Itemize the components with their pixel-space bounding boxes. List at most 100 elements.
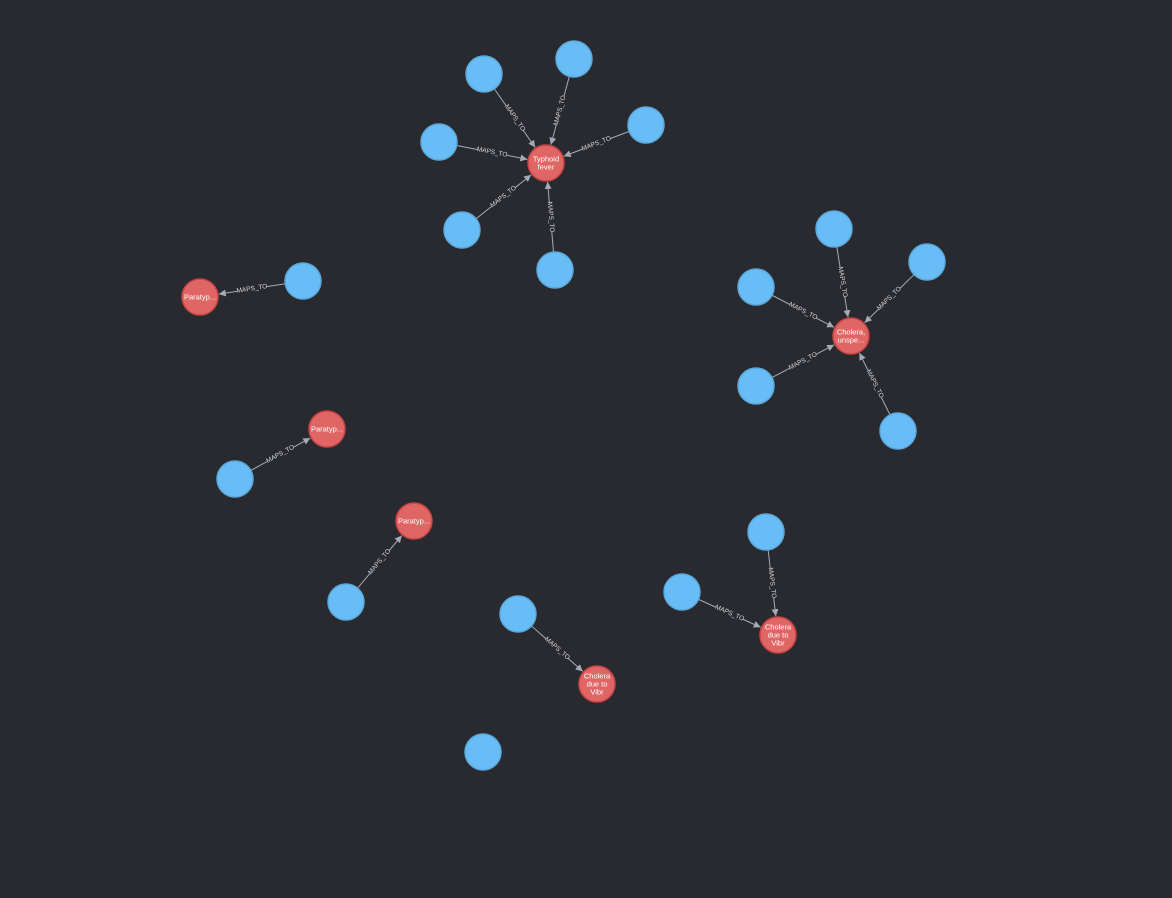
edge-label: MAPS_TO bbox=[788, 351, 819, 372]
relationship-edge[interactable]: MAPS_TO bbox=[250, 437, 311, 471]
edge-label-background bbox=[787, 350, 819, 372]
edge-label: MAPS_TO bbox=[865, 369, 885, 400]
node-circle[interactable] bbox=[536, 251, 574, 289]
edge-label: MAPS_TO bbox=[367, 548, 392, 576]
node-circle[interactable] bbox=[815, 210, 853, 248]
edge-label-background bbox=[543, 635, 572, 662]
node-circle[interactable] bbox=[181, 278, 219, 316]
node-circle[interactable] bbox=[465, 55, 503, 93]
node-circle[interactable] bbox=[443, 211, 481, 249]
relationship-edge[interactable]: MAPS_TO bbox=[771, 344, 835, 379]
concept-node[interactable] bbox=[465, 55, 503, 93]
condition-node[interactable]: Paratyp... bbox=[181, 278, 219, 316]
concept-node[interactable] bbox=[216, 460, 254, 498]
concept-node[interactable] bbox=[627, 106, 665, 144]
concept-node[interactable] bbox=[815, 210, 853, 248]
edge-label-background bbox=[714, 603, 745, 624]
concept-node[interactable] bbox=[737, 367, 775, 405]
relationship-edge[interactable]: MAPS_TO bbox=[531, 625, 584, 672]
edge-label-background bbox=[265, 443, 296, 465]
relationship-edge[interactable]: MAPS_TO bbox=[698, 598, 761, 628]
node-circle[interactable] bbox=[737, 367, 775, 405]
edge-label: MAPS_TO bbox=[788, 301, 819, 321]
edge-label-background bbox=[875, 285, 903, 312]
edge-label-background bbox=[545, 201, 556, 233]
edge-label: MAPS_TO bbox=[767, 567, 778, 599]
node-circle[interactable] bbox=[555, 40, 593, 78]
concept-node[interactable] bbox=[663, 573, 701, 611]
edge-label: MAPS_TO bbox=[489, 184, 518, 209]
node-circle[interactable] bbox=[527, 144, 565, 182]
edge-label: MAPS_TO bbox=[236, 283, 268, 295]
edge-label-background bbox=[581, 134, 612, 153]
edge-label-background bbox=[236, 282, 268, 296]
concept-node[interactable] bbox=[464, 733, 502, 771]
relationship-edge[interactable]: MAPS_TO bbox=[544, 181, 556, 253]
node-circle[interactable] bbox=[420, 123, 458, 161]
edge-label: MAPS_TO bbox=[476, 146, 508, 159]
relationship-edge[interactable]: MAPS_TO bbox=[493, 88, 536, 148]
relationship-edge[interactable]: MAPS_TO bbox=[475, 174, 532, 220]
concept-node[interactable] bbox=[747, 513, 785, 551]
relationship-edge[interactable]: MAPS_TO bbox=[218, 282, 286, 297]
edge-label-background bbox=[366, 547, 393, 576]
node-circle[interactable] bbox=[216, 460, 254, 498]
concept-node[interactable] bbox=[879, 412, 917, 450]
relationship-edge[interactable]: MAPS_TO bbox=[858, 352, 891, 416]
node-circle[interactable] bbox=[663, 573, 701, 611]
edge-label: MAPS_TO bbox=[265, 444, 296, 465]
concept-node[interactable] bbox=[420, 123, 458, 161]
edge-label-background bbox=[836, 266, 849, 298]
node-circle[interactable] bbox=[464, 733, 502, 771]
concept-node[interactable] bbox=[284, 262, 322, 300]
node-circle[interactable] bbox=[327, 583, 365, 621]
edge-label-background bbox=[766, 567, 778, 599]
node-circle[interactable] bbox=[499, 595, 537, 633]
concept-node[interactable] bbox=[908, 243, 946, 281]
edge-label-background bbox=[489, 184, 518, 210]
concept-node[interactable] bbox=[327, 583, 365, 621]
node-circle[interactable] bbox=[832, 317, 870, 355]
edge-label: MAPS_TO bbox=[553, 95, 568, 127]
condition-node[interactable]: Paratyp... bbox=[308, 410, 346, 448]
relationship-edge[interactable]: MAPS_TO bbox=[563, 130, 630, 158]
node-circle[interactable] bbox=[908, 243, 946, 281]
node-circle[interactable] bbox=[737, 268, 775, 306]
concept-node[interactable] bbox=[536, 251, 574, 289]
node-circle[interactable] bbox=[759, 616, 797, 654]
edge-label: MAPS_TO bbox=[546, 201, 556, 232]
node-circle[interactable] bbox=[308, 410, 346, 448]
edge-label: MAPS_TO bbox=[503, 103, 526, 132]
condition-node[interactable]: Paratyp... bbox=[395, 502, 433, 540]
relationship-edge[interactable]: MAPS_TO bbox=[836, 246, 851, 318]
concept-node[interactable] bbox=[443, 211, 481, 249]
edge-label: MAPS_TO bbox=[876, 285, 903, 312]
node-circle[interactable] bbox=[747, 513, 785, 551]
condition-node[interactable]: Cholera,unspe... bbox=[832, 317, 870, 355]
relationship-edge[interactable]: MAPS_TO bbox=[766, 549, 779, 617]
relationship-edge[interactable]: MAPS_TO bbox=[456, 144, 528, 162]
relationship-edge[interactable]: MAPS_TO bbox=[357, 535, 403, 589]
relationship-edge[interactable]: MAPS_TO bbox=[771, 294, 835, 328]
node-circle[interactable] bbox=[578, 665, 616, 703]
relationship-edge[interactable]: MAPS_TO bbox=[864, 274, 915, 324]
relationship-edge[interactable]: MAPS_TO bbox=[549, 76, 570, 145]
concept-node[interactable] bbox=[555, 40, 593, 78]
edge-label-background bbox=[552, 94, 568, 127]
node-circle[interactable] bbox=[395, 502, 433, 540]
edge-label: MAPS_TO bbox=[714, 604, 745, 623]
concept-node[interactable] bbox=[499, 595, 537, 633]
node-circle[interactable] bbox=[627, 106, 665, 144]
node-circle[interactable] bbox=[284, 262, 322, 300]
edge-label-background bbox=[864, 368, 885, 400]
edge-label-background bbox=[502, 103, 527, 133]
node-circle[interactable] bbox=[879, 412, 917, 450]
concept-node[interactable] bbox=[737, 268, 775, 306]
edge-label-background bbox=[787, 300, 819, 322]
edge-label-background bbox=[476, 145, 508, 160]
